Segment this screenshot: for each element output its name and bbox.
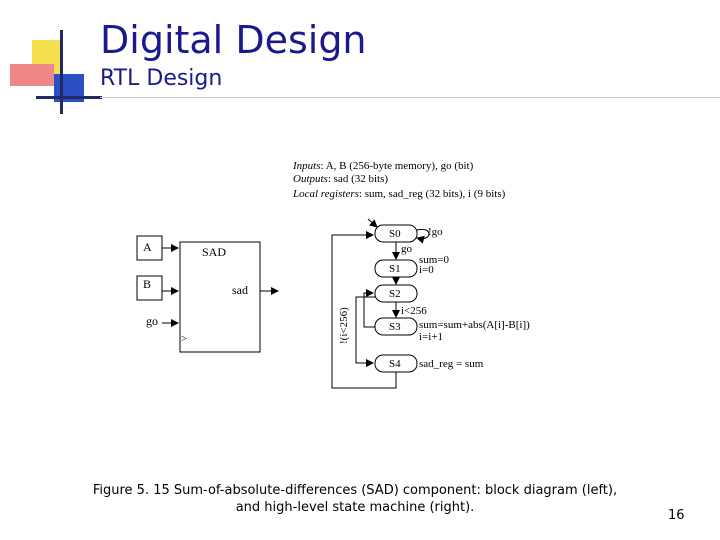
s1-action-i: i=0 (419, 264, 434, 276)
locals-line: Local registers: sum, sad_reg (32 bits),… (292, 188, 506, 200)
locals-label: Local registers (292, 188, 359, 200)
state-s0-label: S0 (389, 228, 401, 240)
inputs-label: Inputs (292, 160, 321, 172)
page-number: 16 (668, 508, 685, 523)
not-go-label: !go (428, 226, 443, 238)
reset-arrow (367, 218, 378, 228)
block-name: SAD (202, 245, 226, 259)
figure-caption: Figure 5. 15 Sum-of-absolute-differences… (60, 482, 650, 516)
go-label: go (401, 243, 413, 255)
locals-text: : sum, sad_reg (32 bits), i (9 bits) (359, 188, 506, 200)
state-s3-label: S3 (389, 321, 401, 333)
port-go-label: go (146, 314, 158, 328)
caption-line-1: Figure 5. 15 Sum-of-absolute-differences… (92, 483, 618, 498)
s3-action-i: i=i+1 (419, 331, 443, 343)
s3-s2-loop (363, 289, 375, 328)
inputs-line: Inputs: A, B (256-byte memory), go (bit) (292, 160, 474, 172)
corner-vertical-line (60, 30, 63, 114)
clock-mark: > (181, 333, 187, 345)
loop-exit-label: !(i<256) (338, 307, 350, 344)
not-go-loop (416, 228, 430, 244)
s2-s4-arrow (355, 296, 375, 367)
outputs-line: Outputs: sad (32 bits) (293, 173, 388, 185)
header-rule (100, 97, 720, 98)
outputs-text: : sad (32 bits) (328, 173, 389, 185)
s4-action: sad_reg = sum (419, 358, 484, 370)
state-s1-label: S1 (389, 263, 401, 275)
slide-title: Digital Design (100, 18, 367, 62)
s4-s0-loop (331, 231, 397, 389)
inputs-text: : A, B (256-byte memory), go (bit) (321, 160, 474, 172)
memory-a-box (136, 235, 163, 261)
corner-horizontal-line (36, 96, 102, 99)
state-machine: S0 S1 S2 S3 S4 !go go sum=0 i=0 i<256 su… (331, 218, 530, 389)
slide-subtitle: RTL Design (100, 66, 223, 91)
i-lt-label: i<256 (401, 305, 427, 317)
memory-b-box (136, 275, 163, 301)
s1-action-sum: sum=0 (419, 254, 450, 266)
caption-line-2: and high-level state machine (right). (235, 500, 475, 515)
sad-block (179, 241, 261, 353)
port-b-label: B (143, 277, 151, 291)
s3-action-sum: sum=sum+abs(A[i]-B[i]) (419, 319, 530, 331)
corner-red-bar (10, 64, 54, 86)
state-s4-label: S4 (389, 358, 401, 370)
state-s2-label: S2 (389, 288, 401, 300)
outputs-label: Outputs (293, 173, 328, 185)
port-sad-label: sad (232, 283, 248, 297)
port-a-label: A (143, 240, 152, 254)
block-diagram: SAD A B go > sad (136, 235, 279, 353)
